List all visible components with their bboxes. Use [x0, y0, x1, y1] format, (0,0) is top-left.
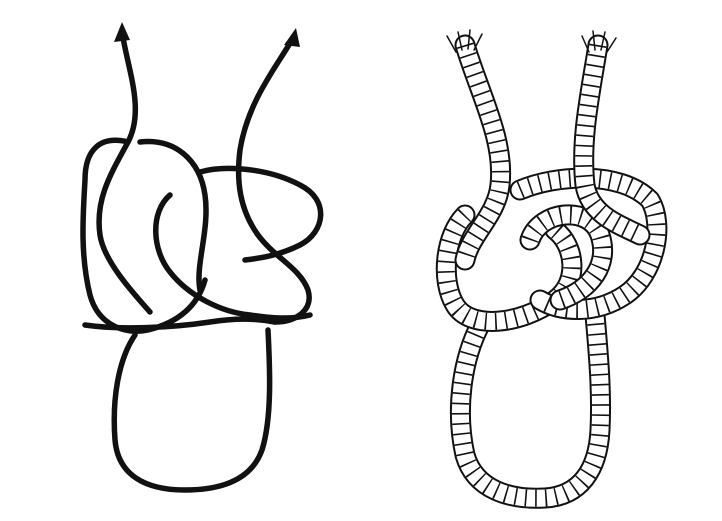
inner-crossing	[156, 195, 310, 318]
rope-right-standing-part	[584, 45, 640, 235]
bottom-loop	[114, 330, 269, 490]
line-knot-diagram	[83, 22, 321, 490]
rope-left-standing-part	[465, 45, 501, 260]
middle-loop	[200, 168, 321, 260]
rope-knot-illustration	[446, 30, 657, 498]
rope-bottom-loop	[460, 315, 600, 498]
right-strand-upper	[239, 38, 310, 322]
left-arrowhead	[114, 22, 130, 42]
upper-loop	[140, 142, 206, 290]
left-strand-upper	[99, 32, 150, 312]
right-arrowhead	[284, 28, 300, 47]
